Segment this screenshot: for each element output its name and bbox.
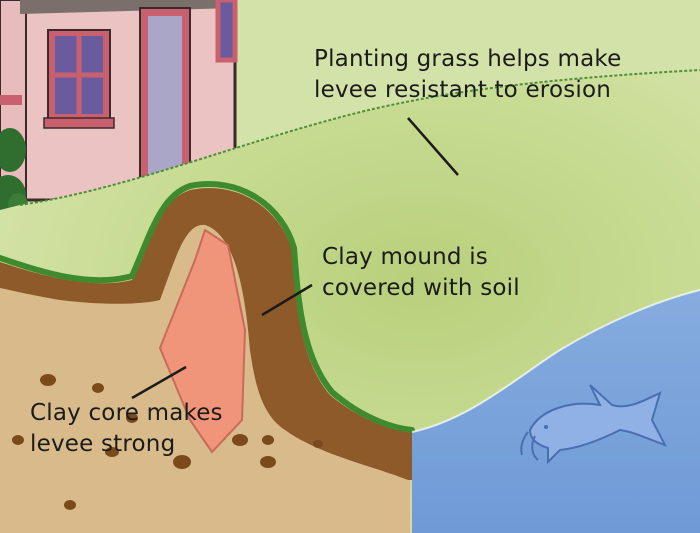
pointer-line-mound xyxy=(261,283,313,317)
label-core-line2: levee strong xyxy=(30,431,176,457)
grass-edge xyxy=(0,181,415,433)
soil-layer xyxy=(0,188,412,480)
rocks-icon xyxy=(12,374,323,510)
label-mound-line1: Clay mound is xyxy=(322,244,488,270)
label-grass-line1: Planting grass helps make xyxy=(314,46,622,72)
label-grass-line2: levee resistant to erosion xyxy=(314,77,612,103)
clay-core xyxy=(158,228,247,454)
house-icon xyxy=(0,0,238,217)
pointer-line-core xyxy=(131,365,187,400)
label-clay-mound: Clay mound is covered with soil xyxy=(322,242,520,304)
waterline xyxy=(411,289,700,433)
label-mound-line2: covered with soil xyxy=(322,275,520,301)
label-grass-erosion: Planting grass helps make levee resistan… xyxy=(314,44,621,106)
label-clay-core: Clay core makes levee strong xyxy=(30,398,223,460)
shark-icon xyxy=(520,384,668,465)
pointer-line-grass xyxy=(407,117,459,176)
grass-ridge xyxy=(19,69,700,206)
label-core-line1: Clay core makes xyxy=(30,400,223,426)
